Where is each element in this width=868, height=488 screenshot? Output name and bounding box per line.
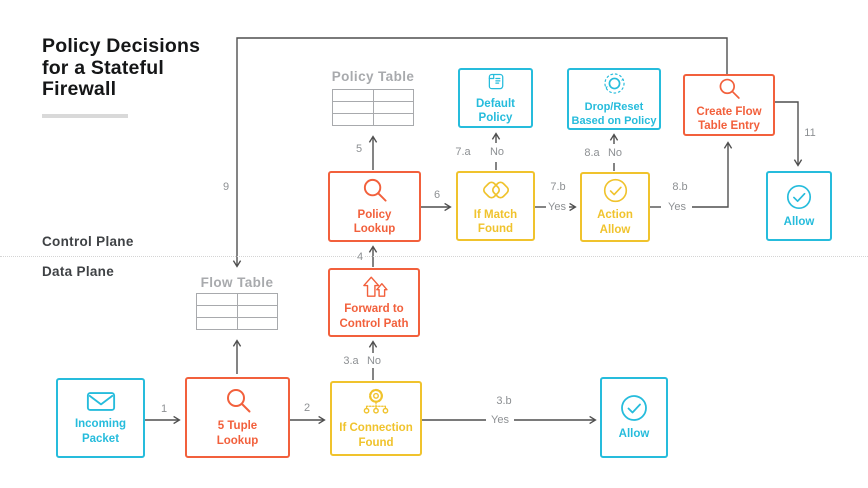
node-label: Allow bbox=[618, 428, 650, 441]
node-forward-to-control-path: Forward to Control Path bbox=[328, 268, 420, 337]
table-cell bbox=[372, 89, 414, 102]
check-circle-icon bbox=[603, 179, 627, 203]
edge-label-5: 5 bbox=[354, 143, 364, 155]
node-label: Action Allow bbox=[597, 209, 633, 236]
edge-label-4: 4 bbox=[355, 251, 365, 263]
node-label: Create Flow Table Entry bbox=[696, 105, 762, 132]
node-action-allow: Action Allow bbox=[580, 172, 650, 242]
edge-label-1: 1 bbox=[159, 403, 169, 415]
table-cell bbox=[236, 305, 278, 318]
control-plane-label: Control Plane bbox=[42, 234, 134, 249]
edge-label-7a: 7.a bbox=[454, 146, 472, 158]
node-incoming-packet: Incoming Packet bbox=[56, 378, 145, 458]
edge-label-2: 2 bbox=[302, 402, 312, 414]
node-allow-control-plane: Allow bbox=[766, 171, 832, 241]
table-cell bbox=[236, 293, 278, 306]
table-cell bbox=[196, 305, 238, 318]
node-policy-lookup: Policy Lookup bbox=[328, 171, 421, 242]
edge-answer-8a: No bbox=[606, 147, 624, 159]
node-label: Default Policy bbox=[476, 97, 515, 124]
table-cell bbox=[196, 317, 238, 330]
reset-orbit-icon bbox=[603, 73, 625, 94]
node-label: Drop/Reset Based on Policy bbox=[571, 101, 657, 127]
policy-table-label: Policy Table bbox=[331, 69, 415, 84]
edge-9 bbox=[232, 37, 728, 268]
table-cell bbox=[196, 293, 238, 306]
table-cell bbox=[332, 113, 374, 126]
node-label: Forward to Control Path bbox=[339, 303, 409, 330]
node-label: If Match Found bbox=[473, 208, 518, 235]
data-plane-label: Data Plane bbox=[42, 264, 115, 279]
edge-8b bbox=[692, 141, 733, 208]
table-cell bbox=[372, 113, 414, 126]
table-cell bbox=[332, 89, 374, 102]
edge-answer-8b: Yes bbox=[667, 201, 687, 213]
edge-label-9: 9 bbox=[221, 181, 231, 193]
envelope-icon bbox=[86, 392, 115, 412]
node-create-flow-table-entry: Create Flow Table Entry bbox=[683, 74, 775, 136]
diagram-title: Policy Decisions for a Stateful Firewall bbox=[42, 35, 201, 100]
node-drop-reset-based-on-policy: Drop/Reset Based on Policy bbox=[567, 68, 661, 130]
edge-11 bbox=[775, 101, 803, 167]
plane-divider bbox=[0, 256, 868, 257]
edge-answer-7a: No bbox=[488, 146, 506, 158]
node-label: 5 Tuple Lookup bbox=[216, 420, 259, 447]
node-if-match-found: If Match Found bbox=[456, 171, 535, 241]
node-label: Policy Lookup bbox=[353, 208, 396, 235]
table-cell bbox=[332, 101, 374, 114]
edge-answer-7b: Yes bbox=[547, 201, 567, 213]
scroll-icon bbox=[488, 73, 504, 90]
node-5-tuple-lookup: 5 Tuple Lookup bbox=[185, 377, 290, 458]
flow-table-label: Flow Table bbox=[200, 275, 274, 290]
node-if-connection-found: If Connection Found bbox=[330, 381, 422, 456]
check-circle-icon bbox=[621, 395, 647, 422]
gear-network-icon bbox=[363, 389, 389, 415]
magnifier-icon bbox=[719, 78, 740, 99]
edge-answer-3b: Yes bbox=[490, 414, 510, 426]
edge-label-3b: 3.b bbox=[495, 395, 513, 407]
upload-arrows-icon bbox=[363, 277, 388, 298]
node-label: Incoming Packet bbox=[74, 418, 127, 445]
table-cell bbox=[372, 101, 414, 114]
edge-label-3a: 3.a bbox=[342, 355, 360, 367]
table-cell bbox=[236, 317, 278, 330]
node-default-policy: Default Policy bbox=[458, 68, 533, 128]
edge-label-7b: 7.b bbox=[549, 181, 567, 193]
flow-table-grid bbox=[196, 293, 278, 330]
magnifier-icon bbox=[363, 178, 387, 202]
edge-label-8a: 8.a bbox=[583, 147, 601, 159]
node-label: If Connection Found bbox=[339, 422, 413, 449]
magnifier-icon bbox=[226, 389, 250, 413]
policy-table-grid bbox=[332, 89, 414, 126]
edge-answer-3a: No bbox=[365, 355, 383, 367]
node-label: Allow bbox=[783, 215, 815, 228]
overlap-shapes-icon bbox=[482, 181, 509, 199]
check-circle-icon bbox=[786, 184, 812, 210]
node-allow-data-plane: Allow bbox=[600, 377, 668, 458]
edge-label-6: 6 bbox=[432, 189, 442, 201]
edge-label-11: 11 bbox=[803, 127, 817, 139]
title-underline bbox=[42, 114, 128, 118]
edge-label-8b: 8.b bbox=[671, 181, 689, 193]
